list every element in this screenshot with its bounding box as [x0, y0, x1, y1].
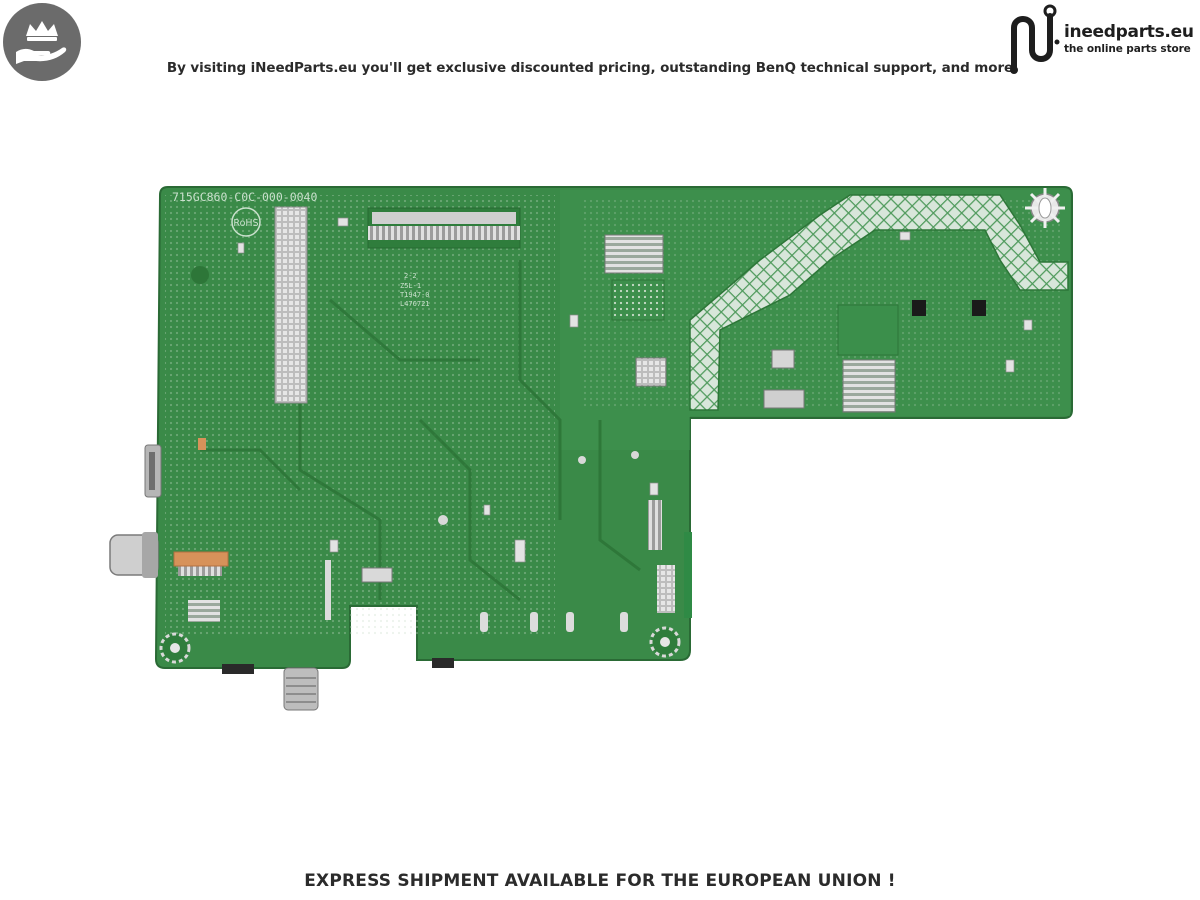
- chip-line-4: L476721: [400, 300, 430, 308]
- shipping-notice: EXPRESS SHIPMENT AVAILABLE FOR THE EUROP…: [304, 871, 896, 891]
- ineedparts-logo[interactable]: ineedparts.eu the online parts store: [1002, 2, 1194, 76]
- chip-line-2: Z5L-1: [400, 282, 421, 290]
- logo-subtitle: the online parts store: [1064, 43, 1191, 55]
- rohs-mark: RoHS: [233, 218, 258, 229]
- chip-line-3: T1947-0: [400, 291, 430, 299]
- board-marking: 715GC860-C0C-000-0040: [172, 190, 317, 204]
- logo-name: ineedparts.eu: [1064, 22, 1194, 42]
- main-board-photo: 715GC860-C0C-000-0040 RoHS 2-2 Z5L-1 T19…: [109, 186, 1073, 711]
- promo-tagline: By visiting iNeedParts.eu you'll get exc…: [166, 60, 1014, 76]
- ineedparts-logo-icon: [1010, 4, 1060, 74]
- chip-line-1: 2-2: [404, 272, 417, 280]
- crown-on-hand-icon: [3, 3, 81, 81]
